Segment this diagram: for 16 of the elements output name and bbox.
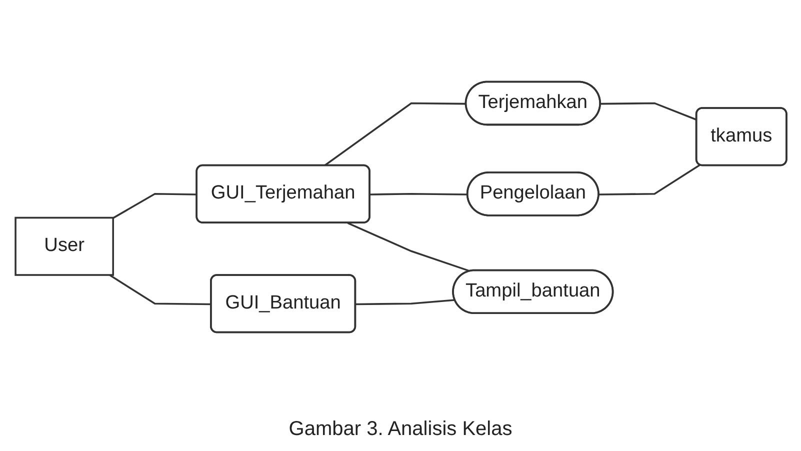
connector-line	[108, 274, 212, 306]
connector-line	[370, 192, 468, 196]
entity-node: tkamus	[694, 107, 787, 166]
connector-line	[112, 192, 197, 219]
boundary-node: GUI_Bantuan	[210, 274, 356, 334]
connector-line	[346, 222, 470, 272]
control-node: Terjemahkan	[464, 80, 600, 126]
figure-caption: Gambar 3. Analisis Kelas	[288, 418, 512, 441]
connector-line	[355, 299, 455, 306]
control-node: Pengelolaan	[466, 172, 599, 216]
actor-node: User	[14, 216, 114, 276]
connector-line	[323, 102, 466, 167]
connector-line	[600, 102, 697, 121]
connector-line	[598, 164, 700, 196]
control-node: Tampil_bantuan	[452, 269, 614, 314]
boundary-node: GUI_Terjemahan	[195, 164, 370, 224]
